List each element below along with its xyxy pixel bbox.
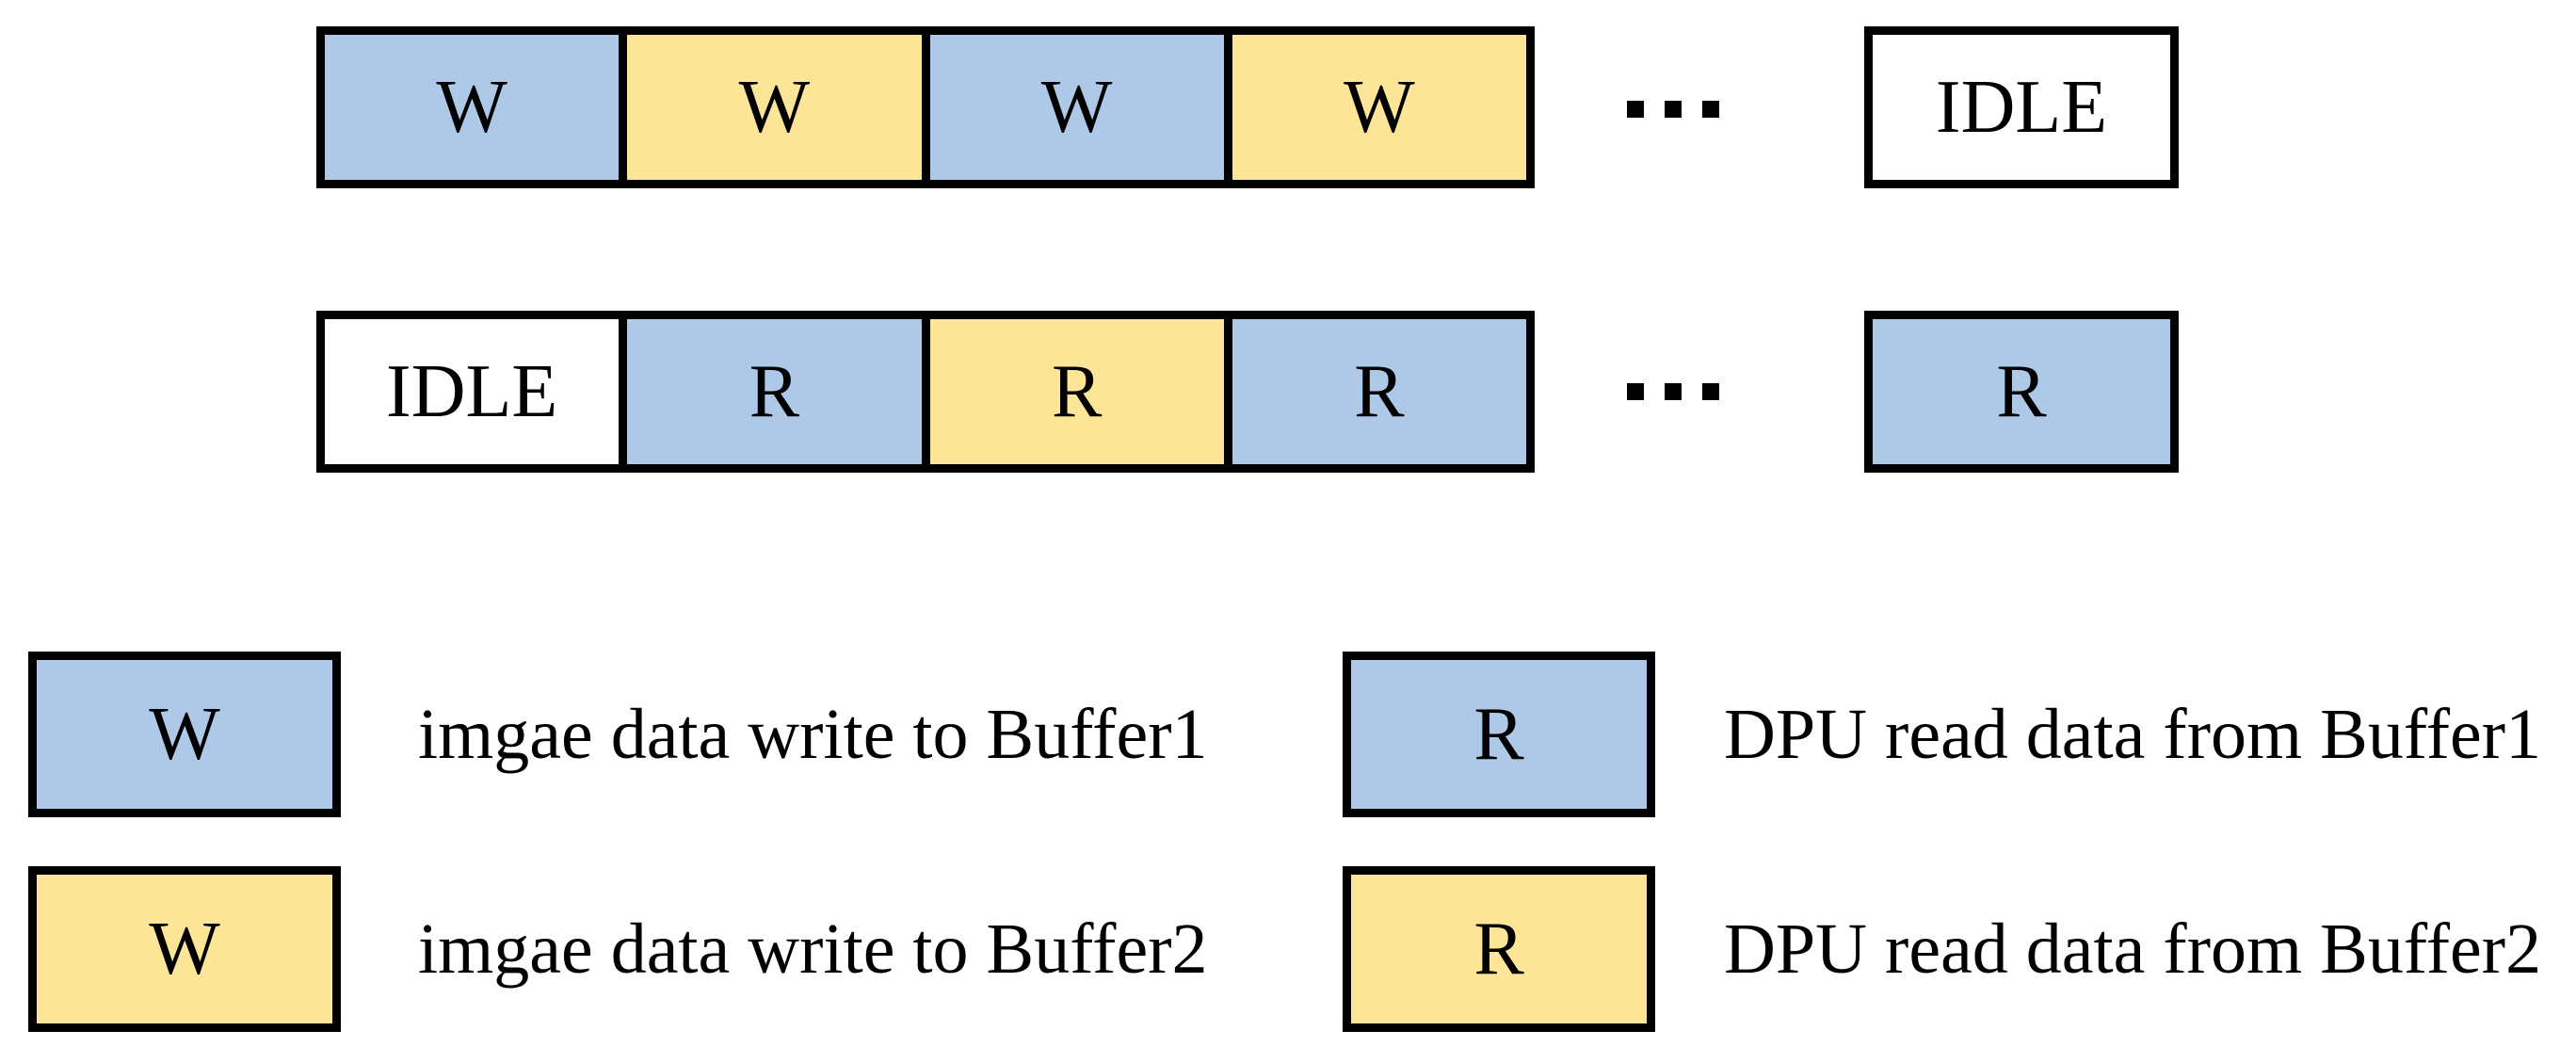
read-cell-4: R	[1223, 319, 1526, 464]
legend-item-write-buffer2: W imgae data write to Buffer2	[28, 866, 1208, 1032]
legend-swatch-write-buffer1: W	[28, 652, 341, 817]
write-cell-4: W	[1223, 35, 1526, 180]
write-cell-1: W	[325, 35, 620, 180]
legend-item-read-buffer1: R DPU read data from Buffer1	[1343, 652, 2541, 817]
legend-swatch-write-buffer2: W	[28, 866, 341, 1032]
legend-item-write-buffer1: W imgae data write to Buffer1	[28, 652, 1208, 817]
legend-label-write-buffer1: imgae data write to Buffer1	[418, 694, 1208, 774]
write-ellipsis-icon	[1627, 101, 1719, 118]
dot-icon	[1665, 383, 1682, 400]
legend-item-read-buffer2: R DPU read data from Buffer2	[1343, 866, 2541, 1032]
dot-icon	[1702, 383, 1719, 400]
write-end-cell: IDLE	[1864, 26, 2179, 188]
read-cell-1: IDLE	[325, 319, 620, 464]
legend-label-read-buffer1: DPU read data from Buffer1	[1724, 694, 2542, 774]
read-timeline-strip: IDLE R R R	[316, 311, 1535, 473]
read-end-cell: R	[1864, 311, 2179, 473]
legend-swatch-read-buffer2: R	[1343, 866, 1655, 1032]
read-cell-3: R	[921, 319, 1224, 464]
read-cell-2: R	[619, 319, 922, 464]
write-timeline-strip: W W W W	[316, 26, 1535, 188]
dot-icon	[1627, 383, 1644, 400]
write-cell-3: W	[921, 35, 1224, 180]
dot-icon	[1702, 101, 1719, 118]
legend-label-read-buffer2: DPU read data from Buffer2	[1724, 909, 2542, 989]
legend-label-write-buffer2: imgae data write to Buffer2	[418, 909, 1208, 989]
dot-icon	[1627, 101, 1644, 118]
read-ellipsis-icon	[1627, 383, 1719, 400]
dot-icon	[1665, 101, 1682, 118]
legend-swatch-read-buffer1: R	[1343, 652, 1655, 817]
write-cell-2: W	[619, 35, 922, 180]
